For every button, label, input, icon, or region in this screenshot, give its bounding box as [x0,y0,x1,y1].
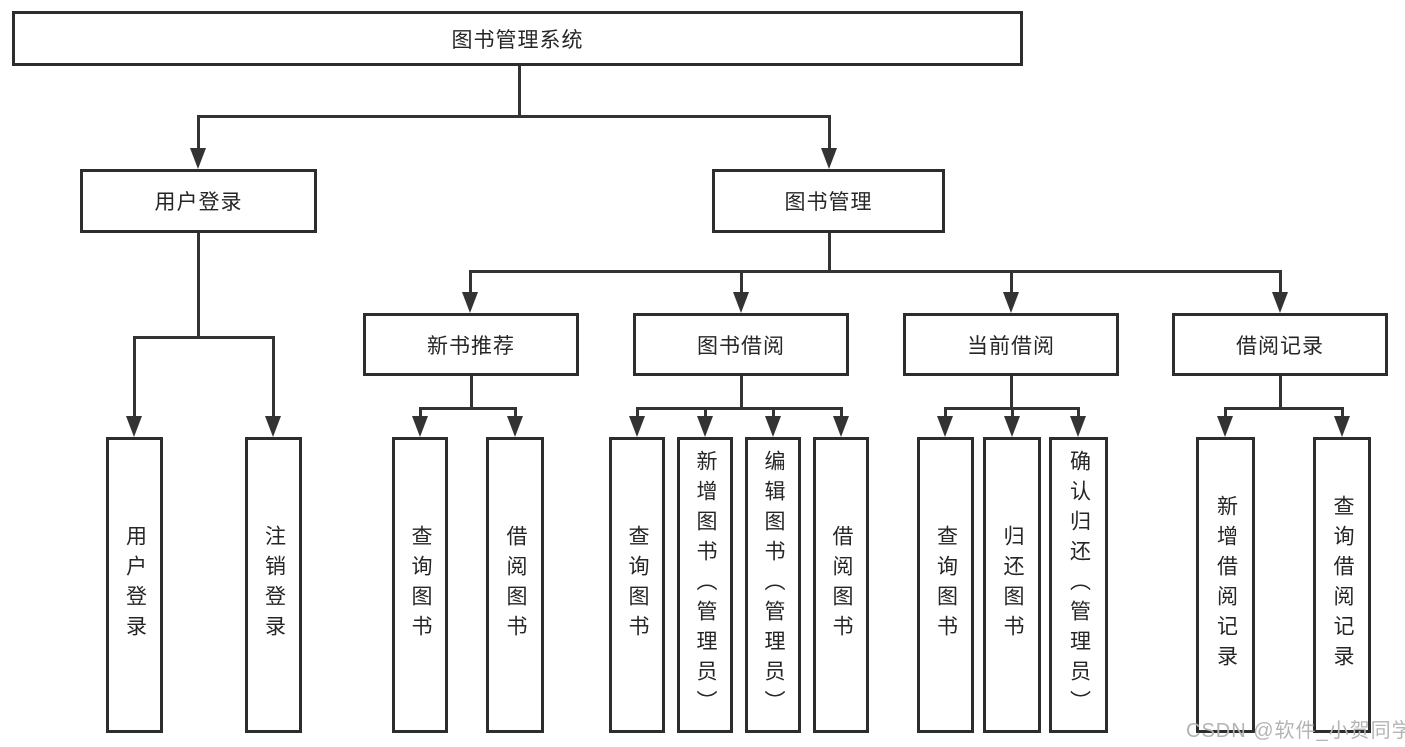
connector-stem [514,407,517,417]
csdn-watermark: CSDN @软件_小贺同学 [1186,720,1405,742]
node-book-management: 图书管理 [712,169,945,233]
leaf-query-book-3: 查询图书 [917,437,974,733]
leaf-confirm-return-admin: 确认归还（管理员） [1049,437,1108,733]
connector-stem [419,407,422,417]
arrow-down-icon [937,416,953,437]
arrow-down-icon [126,416,142,437]
arrow-down-icon [265,416,281,437]
connector-curborrow-trunk [1010,376,1013,407]
arrow-down-icon [733,292,749,313]
connector-bookborrow-trunk [740,376,743,407]
node-user-login: 用户登录 [80,169,317,233]
connector-stem [944,407,947,417]
arrow-down-icon [1217,416,1233,437]
arrow-down-icon [412,416,428,437]
arrow-down-icon [1004,416,1020,437]
connector-stem [469,270,472,293]
leaf-edit-book-admin: 编辑图书（管理员） [745,437,801,733]
connector-stem [740,270,743,293]
connector-stem [828,115,831,149]
connector-stem [704,407,707,417]
connector-stem [1224,407,1227,417]
connector-stem [197,115,200,149]
connector-newrec-spread [419,407,516,410]
leaf-borrow-book-2: 借阅图书 [813,437,869,733]
connector-stem [772,407,775,417]
leaf-query-book-2: 查询图书 [609,437,665,733]
connector-stem [636,407,639,417]
connector-stem [133,336,136,416]
connector-stem [1341,407,1344,417]
arrow-down-icon [697,416,713,437]
arrow-down-icon [507,416,523,437]
connector-root-spread [197,115,831,118]
arrow-down-icon [765,416,781,437]
connector-stem [840,407,843,417]
connector-borrowrec-trunk [1279,376,1282,407]
arrow-down-icon [1272,292,1288,313]
leaf-add-book-admin: 新增图书（管理员） [677,437,733,733]
arrow-down-icon [1003,292,1019,313]
connector-stem [272,336,275,416]
leaf-add-borrow-record: 新增借阅记录 [1196,437,1255,733]
node-root: 图书管理系统 [12,11,1023,66]
connector-bookborrow-spread [637,407,842,410]
arrow-down-icon [462,292,478,313]
leaf-user-login: 用户登录 [106,437,163,733]
node-borrow-record: 借阅记录 [1172,313,1388,376]
node-new-book-recommend: 新书推荐 [363,313,579,376]
arrow-down-icon [833,416,849,437]
connector-borrowrec-spread [1225,407,1343,410]
connector-stem [1077,407,1080,417]
connector-stem [1279,270,1282,293]
leaf-return-book: 归还图书 [983,437,1041,733]
arrow-down-icon [821,148,837,169]
leaf-logout: 注销登录 [245,437,302,733]
connector-root-trunk [518,66,521,115]
connector-stem [1011,407,1014,417]
connector-stem [1010,270,1013,293]
node-current-borrow: 当前借阅 [903,313,1119,376]
connector-userlogin-trunk [197,233,200,336]
connector-bookmgmt-trunk [828,233,831,270]
arrow-down-icon [1070,416,1086,437]
connector-newrec-trunk [470,376,473,407]
arrow-down-icon [190,148,206,169]
leaf-borrow-book-1: 借阅图书 [486,437,544,733]
leaf-query-book-1: 查询图书 [392,437,448,733]
connector-bookmgmt-spread [470,270,1281,273]
node-book-borrow: 图书借阅 [633,313,849,376]
connector-userlogin-spread [134,336,274,339]
arrow-down-icon [629,416,645,437]
leaf-query-borrow-record: 查询借阅记录 [1313,437,1371,733]
arrow-down-icon [1334,416,1350,437]
